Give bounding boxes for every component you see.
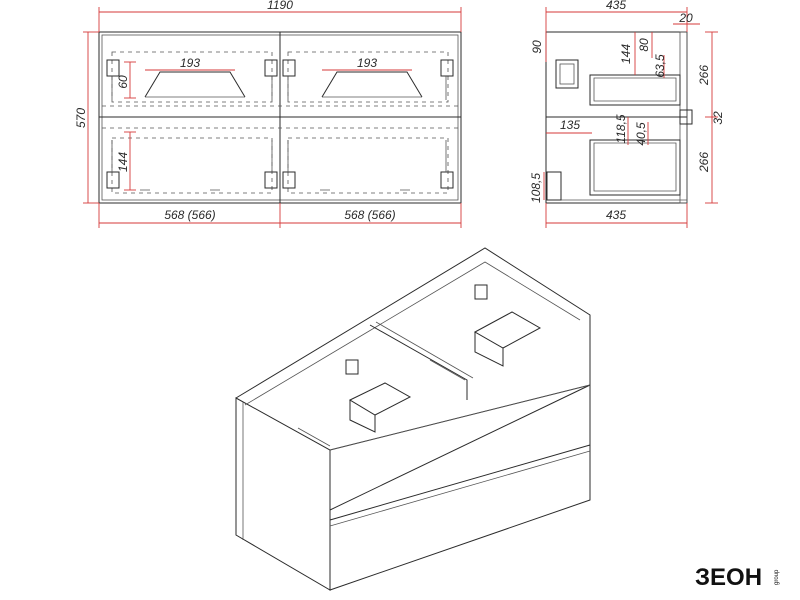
dim-depth-bottom: 435 [606,208,626,222]
dim-drawer-right-width: 568 (566) [344,208,395,222]
dim-drawer-left-width: 568 (566) [164,208,215,222]
brand-logo-subtext: group [774,569,780,585]
brand-logo-text: ЗЕОН [695,564,762,591]
dim-base-height: 108,5 [529,173,543,203]
dim-cutout-right: 193 [357,56,377,70]
dim-cutout-40-5: 40,5 [634,122,648,146]
dim-handle-gap-top: 60 [116,75,130,89]
brand-logo: ЗЕОН group [695,564,780,591]
dim-drawer-bottom-height: 266 [697,152,711,173]
dim-overall-width: 1190 [267,0,293,12]
side-view: 435 20 90 144 80 63,5 266 32 266 135 [529,0,725,228]
dim-cutout-depth: 135 [560,118,580,132]
dim-siphon-63-5: 63,5 [653,54,667,78]
dim-siphon-80: 80 [637,38,651,52]
isometric-cabinet [235,247,591,591]
dim-middle-gap: 32 [711,111,725,125]
dim-top-offset: 90 [530,40,544,54]
dim-depth-top: 435 [606,0,626,12]
front-view: 1190 570 60 144 193 193 568 (566) 568 (5… [74,0,462,228]
dim-drawer-top-height: 266 [697,65,711,86]
dim-siphon-144: 144 [619,44,633,64]
dim-cutout-118-5: 118,5 [614,114,628,143]
dim-cutout-left: 193 [180,56,200,70]
dim-overall-height: 570 [74,108,88,128]
dim-back-gap: 20 [678,11,693,25]
dim-handle-gap-bottom: 144 [116,152,130,172]
